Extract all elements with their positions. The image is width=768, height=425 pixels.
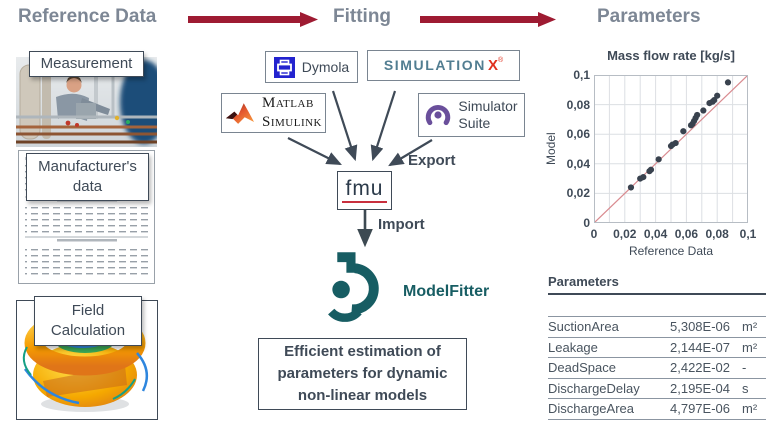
measurement-label: Measurement — [29, 51, 144, 77]
modelfitter-label: ModelFitter — [403, 283, 490, 300]
table-row: Leakage 2,144E-07 m² — [548, 338, 766, 358]
summary-line-2: parameters for dynamic — [277, 365, 448, 383]
chart-title: Mass flow rate [kg/s] — [607, 48, 735, 63]
param-unit: m² — [742, 401, 758, 417]
mass-flow-chart: Mass flow rate [kg/s] Model 0 0,02 0,04 0,0… — [544, 48, 768, 266]
param-unit: m² — [742, 339, 758, 355]
header-parameters: Parameters — [597, 6, 701, 27]
tool-box-matlab-simulink: Matlab Simulink — [221, 93, 326, 133]
y-tick-label: 0 — [583, 216, 590, 230]
simulator-suite-label-line2: Suite — [458, 115, 491, 131]
param-name: Leakage — [548, 339, 598, 355]
parameters-table-title: Parameters — [548, 274, 766, 295]
simulationx-registered-mark: ® — [497, 56, 504, 64]
modelfitter-logo-icon — [328, 252, 379, 322]
simulink-label: Simulink — [262, 114, 322, 130]
field-calculation-label-line2: Calculation — [50, 322, 126, 339]
header-fitting: Fitting — [333, 6, 392, 27]
import-arrow — [357, 210, 373, 248]
simulator-suite-icon — [426, 105, 451, 126]
param-value: 2,144E-07 — [670, 339, 730, 355]
field-calculation-label: Field Calculation — [34, 296, 142, 346]
param-unit: m² — [742, 319, 758, 335]
param-name: SuctionArea — [548, 319, 619, 335]
parameters-section: Parameters SuctionArea 5,308E-06 m² Leak… — [548, 274, 766, 420]
header-arrow-icon — [420, 12, 556, 27]
header-reference-data: Reference Data — [18, 6, 157, 27]
table-row: DischargeDelay 2,195E-04 s — [548, 379, 766, 399]
export-label: Export — [408, 152, 456, 169]
param-value: 4,797E-06 — [670, 401, 730, 417]
param-value: 2,422E-02 — [670, 360, 730, 376]
param-name: DischargeArea — [548, 401, 634, 417]
y-tick-label: 0,06 — [566, 127, 590, 142]
param-value: 5,308E-06 — [670, 319, 730, 335]
dymola-label: Dymola — [301, 59, 350, 75]
summary-box: Efficient estimation of parameters for d… — [258, 338, 467, 410]
table-row: DischargeArea 4,797E-06 m² — [548, 399, 766, 420]
table-row: DeadSpace 2,422E-02 - — [548, 358, 766, 379]
simulationx-label: SIMULATION — [383, 56, 486, 73]
param-unit: s — [742, 380, 749, 396]
tool-box-dymola: Dymola — [265, 51, 358, 83]
param-name: DischargeDelay — [548, 380, 640, 396]
simulator-suite-label-line1: Simulator — [458, 97, 518, 114]
manufacturer-data-label-line1: Manufacturer's — [38, 157, 137, 175]
manufacturer-data-label-line2: data — [72, 178, 103, 195]
y-tick-label: 0,08 — [566, 97, 590, 112]
manufacturer-data-label: Manufacturer's data — [26, 153, 149, 201]
chart-y-axis-label: Model — [544, 132, 558, 166]
x-tick-label: 0 — [590, 227, 598, 241]
param-value: 2,195E-04 — [670, 380, 730, 396]
y-tick-label: 0,04 — [566, 156, 590, 171]
summary-line-1: Efficient estimation of — [284, 343, 441, 361]
fmu-logo-text: fmu — [342, 178, 387, 203]
param-name: DeadSpace — [548, 360, 616, 376]
matlab-label: Matlab — [262, 95, 314, 112]
param-unit: - — [742, 360, 747, 376]
y-tick-label: 0,02 — [566, 186, 590, 201]
y-tick-label: 0,1 — [573, 68, 590, 82]
x-tick-label: 0,06 — [674, 227, 699, 241]
x-tick-label: 0,08 — [705, 227, 729, 241]
import-label: Import — [378, 216, 425, 233]
simulationx-x: X — [487, 56, 498, 74]
x-tick-label: 0,04 — [643, 227, 668, 241]
table-row: SuctionArea 5,308E-06 m² — [548, 317, 766, 338]
field-calculation-label-line1: Field — [71, 301, 105, 319]
export-arrows — [287, 90, 433, 167]
chart-x-axis-label: Reference Data — [628, 244, 714, 258]
x-tick-label: 0,02 — [613, 227, 637, 241]
fmu-box: fmu — [337, 171, 392, 210]
parameters-table: SuctionArea 5,308E-06 m² Leakage 2,144E-… — [548, 316, 766, 420]
x-tick-label: 0,1 — [739, 227, 757, 241]
summary-line-3: non-linear models — [297, 386, 428, 404]
tool-box-simulator-suite: Simulator Suite — [418, 93, 525, 137]
dymola-icon — [273, 56, 295, 78]
measurement-label-text: Measurement — [40, 54, 133, 72]
scatter-plot-area — [594, 75, 748, 223]
matlab-logo-icon — [225, 102, 255, 124]
header-arrow-icon — [188, 12, 318, 27]
